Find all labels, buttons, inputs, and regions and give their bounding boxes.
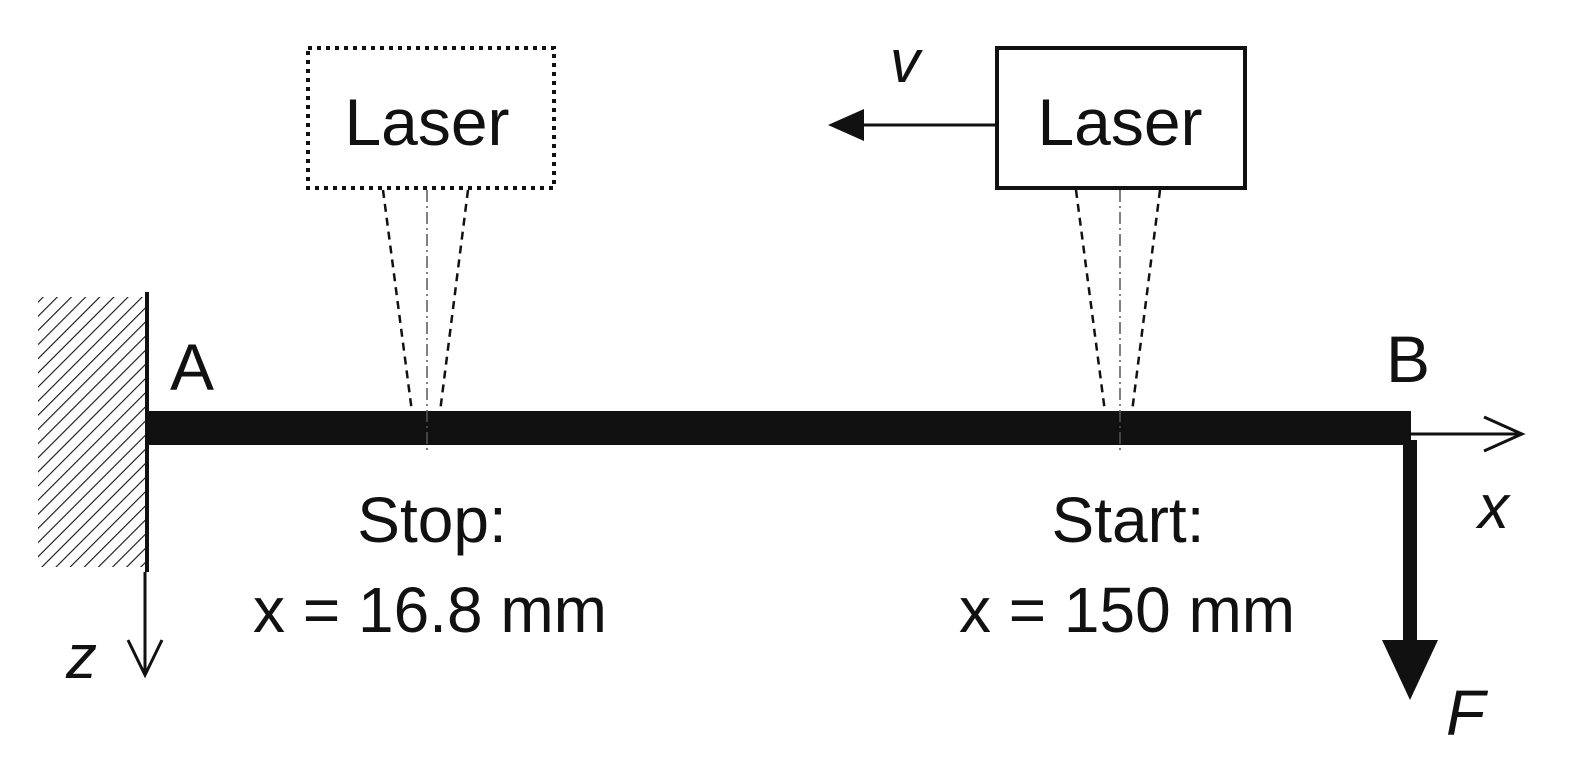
start-position-value: x = 150 mm [959,574,1295,646]
stop-laser-box [306,46,556,190]
point-b-label: B [1386,322,1430,396]
velocity-arrow [828,109,997,141]
start-beam-right [1130,189,1162,413]
velocity-label: v [890,28,923,95]
stop-laser-group [306,46,556,450]
x-axis-label: x [1475,473,1511,542]
beam [145,411,1411,445]
fixed-wall-support [38,292,149,572]
start-laser-box [995,46,1247,190]
start-laser-label: Laser [1037,85,1202,159]
wall-hatching [38,297,146,567]
z-axis-label: z [65,623,97,692]
x-axis-arrow [1411,415,1526,453]
stop-position-value: x = 16.8 mm [253,574,607,646]
point-a-label: A [170,330,214,404]
force-label: F [1446,677,1489,749]
start-beam-left [1074,189,1107,413]
stop-laser-label: Laser [344,85,509,159]
stop-beam-right [438,189,470,413]
stop-beam-left [381,189,414,413]
stop-title: Stop: [357,484,506,556]
z-axis-arrow [126,572,164,679]
start-title: Start: [1052,484,1205,556]
start-laser-group [995,46,1247,450]
force-arrow [1382,440,1438,700]
